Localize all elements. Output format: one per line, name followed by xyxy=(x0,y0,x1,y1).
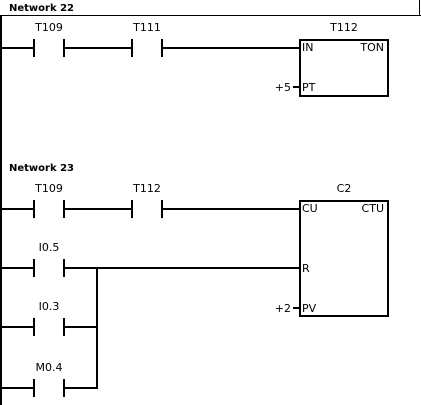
n23-reset-contact-2[interactable] xyxy=(33,318,65,336)
n23-reset-contact-2-label: I0.3 xyxy=(39,300,60,313)
n22-contact-2[interactable] xyxy=(131,39,163,57)
n23-reset-contact-1[interactable] xyxy=(33,259,65,277)
counter-block[interactable] xyxy=(299,200,389,317)
n23-contact-1[interactable] xyxy=(33,200,65,218)
n22-contact-2-label: T111 xyxy=(132,21,161,34)
counter-cu-label: CU xyxy=(302,202,318,215)
counter-pv-label: PV xyxy=(302,302,317,315)
n23-contact-2-label: T112 xyxy=(132,182,161,195)
n22-contact-1-label: T109 xyxy=(34,21,63,34)
timer-pt-value: +5 xyxy=(275,81,291,94)
counter-pv-value: +2 xyxy=(275,302,291,315)
n22-contact-1[interactable] xyxy=(33,39,65,57)
counter-type: CTU xyxy=(362,202,384,215)
n23-contact-2[interactable] xyxy=(131,200,163,218)
timer-type: TON xyxy=(359,41,384,54)
network-22-title: Network 22 xyxy=(9,3,74,14)
timer-name: T112 xyxy=(329,21,358,34)
network-23-title: Network 23 xyxy=(9,163,74,174)
timer-block[interactable] xyxy=(299,39,389,97)
counter-r-label: R xyxy=(302,262,310,275)
n23-reset-contact-1-label: I0.5 xyxy=(39,241,60,254)
n23-reset-contact-3[interactable] xyxy=(33,379,65,397)
timer-in-label: IN xyxy=(302,41,313,54)
counter-name: C2 xyxy=(337,182,352,195)
timer-pt-label: PT xyxy=(302,81,316,94)
n23-reset-contact-3-label: M0.4 xyxy=(36,361,63,374)
n23-contact-1-label: T109 xyxy=(34,182,63,195)
